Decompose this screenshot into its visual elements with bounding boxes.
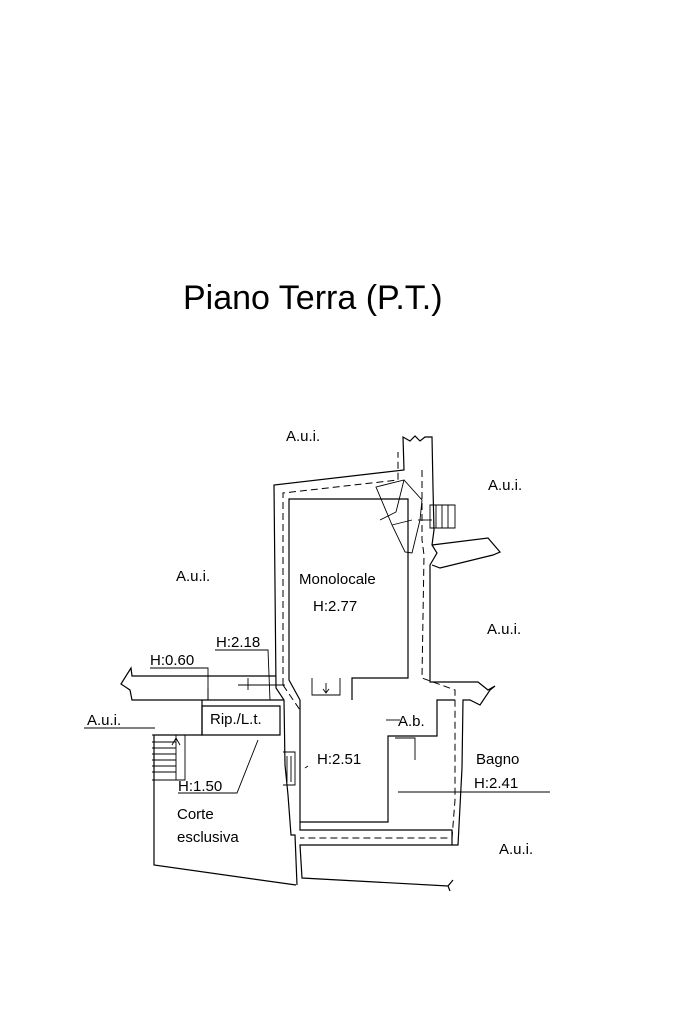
room-labels: A.u.i. A.u.i. A.u.i. A.u.i. A.u.i. A.u.i… — [87, 428, 533, 858]
label-h-1-50: H:1.50 — [178, 778, 222, 795]
label-ripostiglio: Rip./L.t. — [210, 711, 262, 728]
label-h-2-51: H:2.51 — [317, 751, 361, 768]
label-corte-line2: esclusiva — [177, 829, 239, 846]
outer-walls — [120, 435, 501, 892]
label-corte-line1: Corte — [177, 806, 214, 823]
label-aui-top: A.u.i. — [286, 428, 320, 445]
plan-details — [152, 479, 456, 786]
plan-title: Piano Terra (P.T.) — [183, 279, 443, 317]
label-aui-left: A.u.i. — [176, 568, 210, 585]
label-h-0-60: H:0.60 — [150, 652, 194, 669]
leader-lines — [84, 649, 550, 794]
label-antibagno: A.b. — [398, 713, 425, 730]
label-monolocale: Monolocale — [299, 571, 376, 588]
label-aui-far-left: A.u.i. — [87, 712, 121, 729]
label-monolocale-height: H:2.77 — [313, 598, 357, 615]
label-bagno: Bagno — [476, 751, 519, 768]
label-h-2-18: H:2.18 — [216, 634, 260, 651]
label-bagno-height: H:2.41 — [474, 775, 518, 792]
label-aui-bottom-right: A.u.i. — [499, 841, 533, 858]
label-aui-top-right: A.u.i. — [488, 477, 522, 494]
label-aui-right: A.u.i. — [487, 621, 521, 638]
upper-floor-outline — [282, 452, 456, 839]
